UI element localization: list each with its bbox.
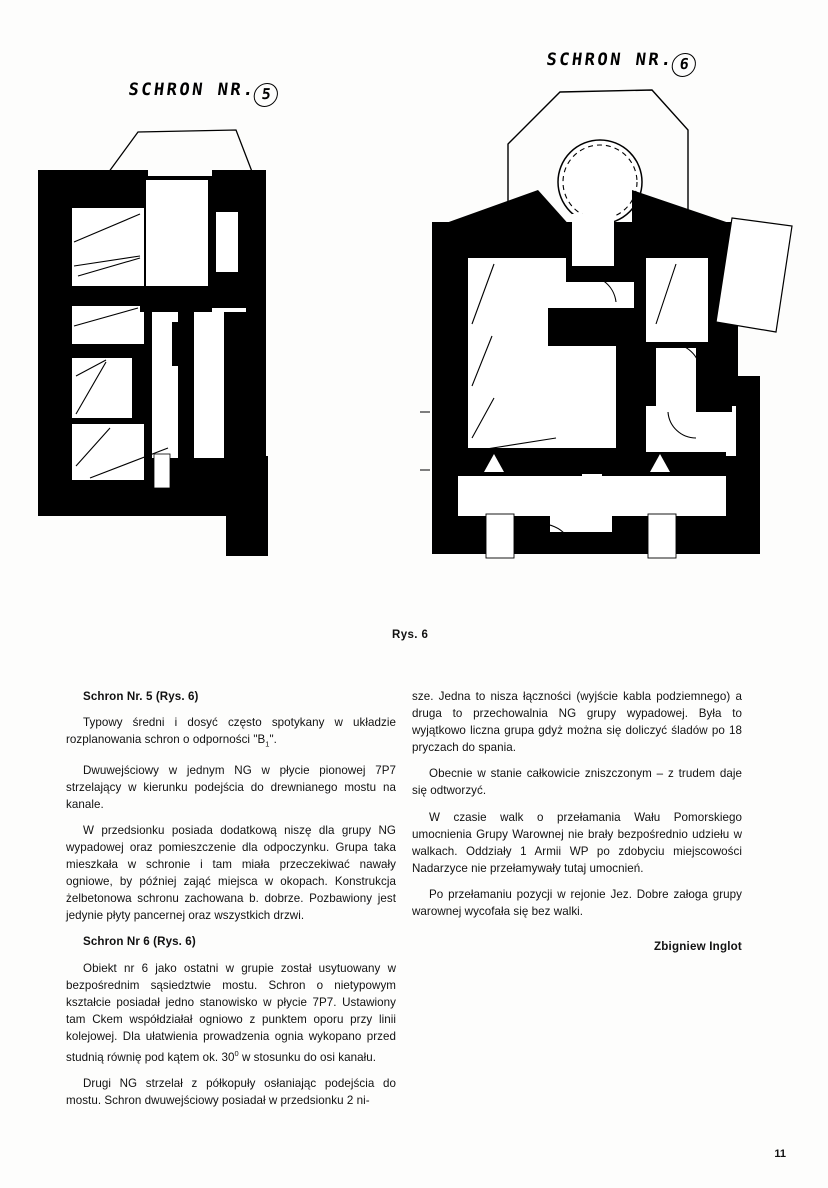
figure-title-schron-5: SCHRON NR.5 — [126, 80, 280, 107]
paragraph-schron5-1-a: Typowy średni i dosyć często spotykany w… — [66, 716, 396, 747]
partition-left — [68, 286, 146, 306]
entrance-opening-west — [485, 513, 515, 559]
earth-cover-outline — [99, 129, 257, 185]
partition-left-lower — [68, 344, 144, 358]
partition-vertical-central — [616, 334, 646, 454]
figure-title-schron-5-text: SCHRON NR. — [127, 80, 258, 100]
figure-title-schron-6: SCHRON NR.6 — [544, 50, 698, 77]
partition-east — [696, 354, 732, 412]
floorplan-drawing-schron-5 — [28, 126, 298, 556]
author-signature: Zbigniew Inglot — [653, 940, 742, 954]
floorplan-svg-schron-5 — [38, 129, 268, 556]
door-swing-lines — [73, 213, 169, 479]
corridor-south — [458, 474, 726, 516]
room-niche-upper — [72, 208, 144, 290]
cupola-shaft — [572, 214, 614, 266]
detail-hatch-lines — [231, 314, 243, 462]
figure-title-schron-6-number: 6 — [670, 53, 698, 77]
paragraph-schron6-1-a: Obiekt nr 6 jako ostatni w grupie został… — [66, 961, 396, 1064]
floorplan-svg-schron-6 — [420, 89, 793, 559]
room-corridor-mid — [72, 304, 144, 348]
figure-title-schron-6-text: SCHRON NR. — [545, 50, 676, 70]
door-opening-south — [153, 453, 171, 489]
subscript-b1: 1 — [265, 739, 270, 749]
room-east-corridor — [646, 406, 736, 456]
paragraph-right-1: sze. Jedna to nisza łączności (wyjście k… — [412, 690, 742, 755]
room-east-niche — [646, 258, 708, 342]
door-swing-lines — [471, 263, 701, 545]
entrance-sill-center — [550, 514, 612, 532]
door-jamb — [172, 322, 184, 366]
concrete-wall-extension — [226, 456, 268, 556]
octagon-outline — [507, 89, 689, 210]
cupola-circle-outer — [557, 139, 643, 225]
page-number: 11 — [774, 1148, 786, 1160]
paragraph-schron6-1-b: w stosunku do osi kanału. — [238, 1050, 377, 1064]
partition-upper — [140, 286, 212, 312]
partition-right — [224, 312, 248, 462]
paragraph-schron6-1: Obiekt nr 6 jako ostatni w grupie został… — [66, 960, 396, 1066]
room-main-chamber — [146, 180, 208, 288]
embrasure-recess — [216, 212, 238, 272]
entrance-ramp-outline — [715, 217, 793, 333]
text-column-right: sze. Jedna to nisza łączności (wyjście k… — [412, 688, 742, 955]
paragraph-right-2: Obecnie w stanie całkowicie zniszczonym … — [412, 767, 742, 798]
entrance-opening-east — [647, 513, 677, 559]
paragraph-schron5-3: W przedsionku posiada dodatkową niszę dl… — [66, 823, 396, 923]
figure-title-schron-5-number: 5 — [252, 83, 280, 107]
heading-schron-5: Schron Nr. 5 (Rys. 6) — [83, 690, 199, 703]
paragraph-schron5-2: Dwuwejściowy w jednym NG w płycie pionow… — [66, 763, 396, 811]
heading-schron-6: Schron Nr 6 (Rys. 6) — [83, 935, 196, 949]
paragraph-schron5-1: Typowy średni i dosyć często spotykany w… — [66, 714, 396, 753]
text-column-left: Schron Nr. 5 (Rys. 6) Typowy średni i do… — [66, 688, 396, 1118]
superscript-degrees: 0 — [234, 1049, 239, 1058]
room-east-well — [656, 348, 696, 406]
dimension-ticks — [420, 411, 430, 471]
paragraph-right-3: W czasie walk o przełamania Wału Pomorsk… — [412, 810, 742, 875]
room-rest-chamber — [72, 356, 132, 418]
paragraph-right-4: Po przełamaniu pozycji w rejonie Jez. Do… — [412, 887, 742, 919]
floorplan-drawing-schron-6 — [420, 86, 812, 586]
paragraph-schron6-2: Drugi NG strzelał z półkopuły osłaniając… — [66, 1076, 396, 1108]
corridor-wall-upper-left — [454, 452, 582, 476]
column-markers — [484, 454, 670, 472]
figure-caption: Rys. 6 — [392, 629, 429, 641]
paragraph-schron5-1-c: ". — [269, 733, 277, 747]
